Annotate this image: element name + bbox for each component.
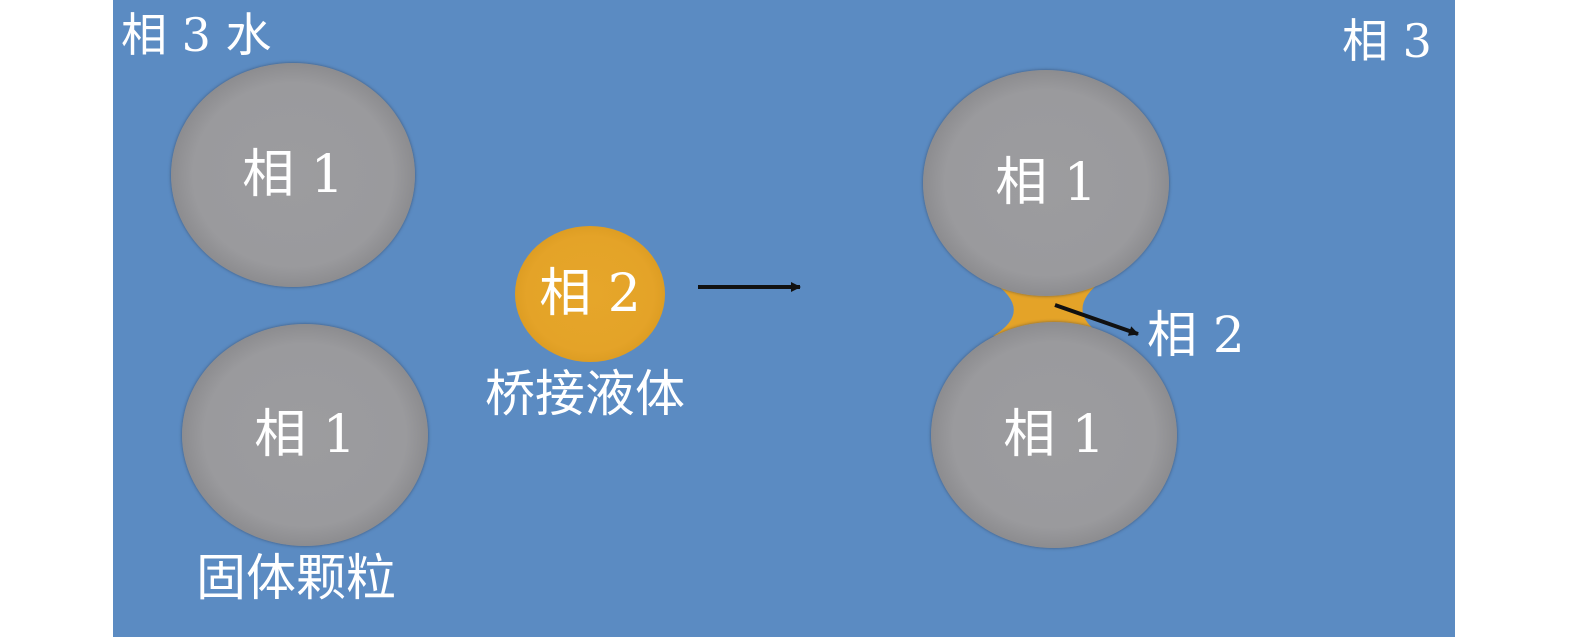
- droplet-label: 相 2: [539, 264, 641, 324]
- label-solid-particles: 固体颗粒: [196, 549, 396, 607]
- solid-particle-left-top: 相 1: [171, 63, 415, 287]
- phase2-callout-arrow: [1054, 303, 1139, 336]
- particle-label: 相 1: [995, 153, 1097, 213]
- solid-particle-left-bottom: 相 1: [182, 324, 428, 546]
- liquid-bridge: [990, 280, 1103, 336]
- particle-label: 相 1: [242, 145, 344, 205]
- particle-label: 相 1: [254, 405, 356, 465]
- solid-particle-right-top: 相 1: [923, 70, 1169, 296]
- bridging-liquid-droplet: 相 2: [515, 226, 665, 362]
- label-phase3-water: 相 3 水: [121, 8, 272, 62]
- label-phase3: 相 3: [1342, 14, 1432, 68]
- label-phase2-bridge: 相 2: [1147, 306, 1245, 364]
- particle-label: 相 1: [1003, 405, 1105, 465]
- label-bridging-liquid: 桥接液体: [485, 365, 685, 423]
- solid-particle-right-bottom: 相 1: [931, 322, 1177, 548]
